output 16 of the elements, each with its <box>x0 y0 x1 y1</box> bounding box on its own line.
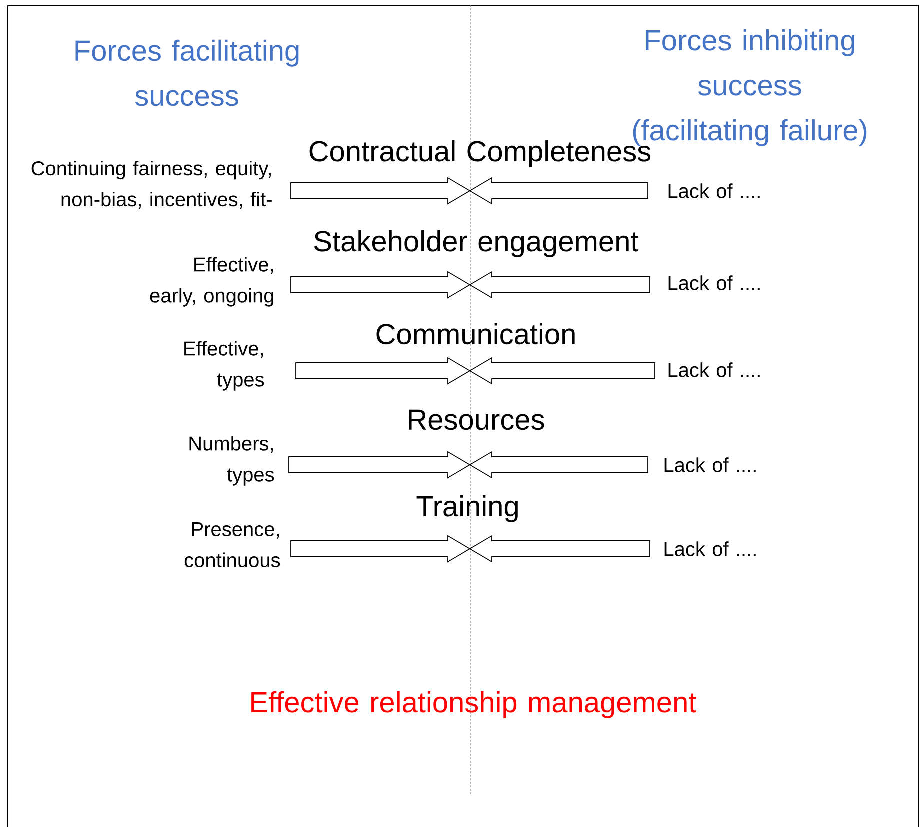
factor-text: Effective, types <box>184 341 264 391</box>
column-heading: Forces facilitating success <box>76 40 299 106</box>
factor-text: Presence, continuous <box>184 522 280 568</box>
factor-text: Continuing fairness, equity, non-bias, incentives, fit- <box>32 160 272 210</box>
factor-text: Lack of .... <box>668 362 760 378</box>
factor-text: Lack of .... <box>668 276 760 290</box>
row-heading: Communication <box>376 323 575 345</box>
conclusion-text: Effective relationship management <box>252 691 696 719</box>
factor-text: Lack of .... <box>668 184 760 198</box>
factor-text: Numbers, types <box>190 436 274 486</box>
row-heading: Training <box>416 495 518 523</box>
factor-text: Lack of .... <box>664 458 756 472</box>
factor-text: Lack of .... <box>664 542 756 556</box>
factor-text: Effective, early, ongoing <box>150 257 274 307</box>
row-heading: Resources <box>409 410 544 430</box>
row-heading: Stakeholder engagement <box>314 230 639 258</box>
